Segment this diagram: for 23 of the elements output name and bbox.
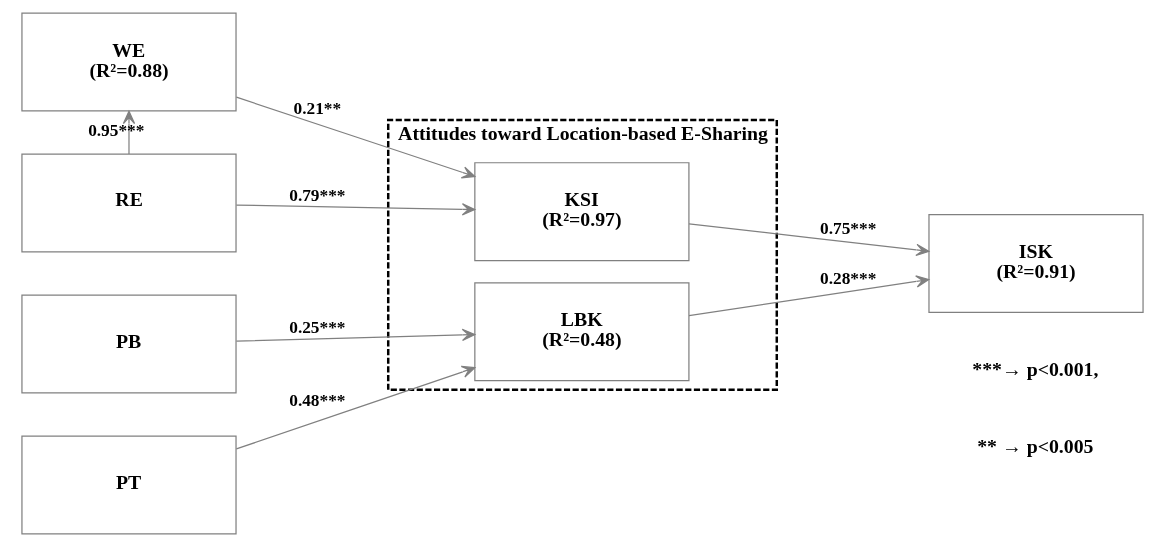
edge-label: 0.21** [293, 99, 341, 119]
edge-label: 0.28*** [819, 268, 876, 288]
node-box: LBK (R²=0.48) [473, 282, 690, 382]
arrow [235, 203, 475, 216]
arrow [235, 365, 475, 450]
edge-label: 0.79*** [288, 185, 345, 205]
label: ***→ p<0.001, [971, 357, 1098, 380]
node-box: PB [20, 294, 237, 394]
node-box: RE [20, 153, 237, 253]
edge-label: 0.95*** [87, 120, 144, 140]
edge-label: 0.25*** [288, 318, 345, 338]
arrow [235, 328, 475, 342]
arrow [687, 275, 929, 317]
node-box: KSI (R²=0.97) [473, 162, 690, 262]
node-box: WE (R²=0.88) [20, 12, 237, 112]
edge-label: 0.75*** [819, 219, 876, 239]
arrow [122, 110, 135, 155]
arrow [235, 96, 475, 179]
label: ** → p<0.005 [976, 434, 1093, 457]
node-box: PT [20, 435, 237, 535]
edge-label: 0.48*** [288, 391, 345, 411]
arrow [687, 223, 929, 257]
node-box: ISK (R²=0.91) [927, 214, 1144, 314]
